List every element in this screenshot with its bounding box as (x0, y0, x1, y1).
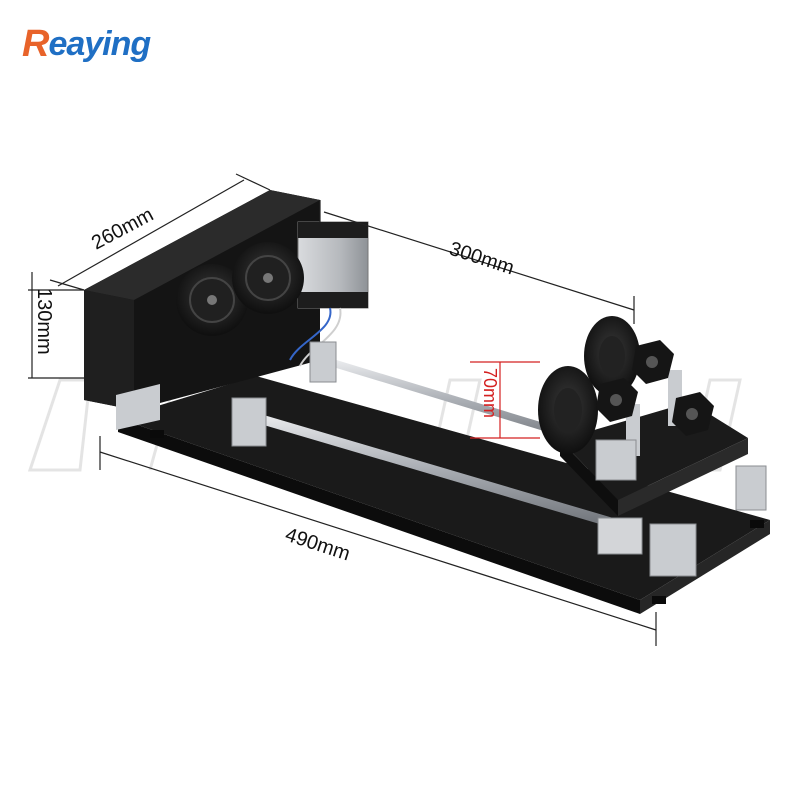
roller-height-marker (470, 361, 540, 439)
stepper-motor (289, 221, 369, 367)
guide-rods (231, 341, 767, 577)
drive-wheel-rear (232, 242, 304, 314)
dimension-width-label: 260mm (88, 204, 157, 255)
dimension-roller-height-label: 70mm (480, 368, 500, 418)
feet (150, 430, 764, 604)
adjustment-knobs (596, 340, 714, 436)
dimension-height-label: 130mm (33, 288, 55, 355)
drive-wheel-front (176, 264, 248, 336)
idler-roller-rear (584, 316, 640, 396)
logo-rest: eaying (48, 24, 151, 63)
dimension-lines (28, 173, 657, 646)
idler-roller-front (538, 366, 598, 454)
logo-first-letter: R (22, 22, 49, 65)
dimension-roller-span-label: 300mm (446, 238, 516, 280)
